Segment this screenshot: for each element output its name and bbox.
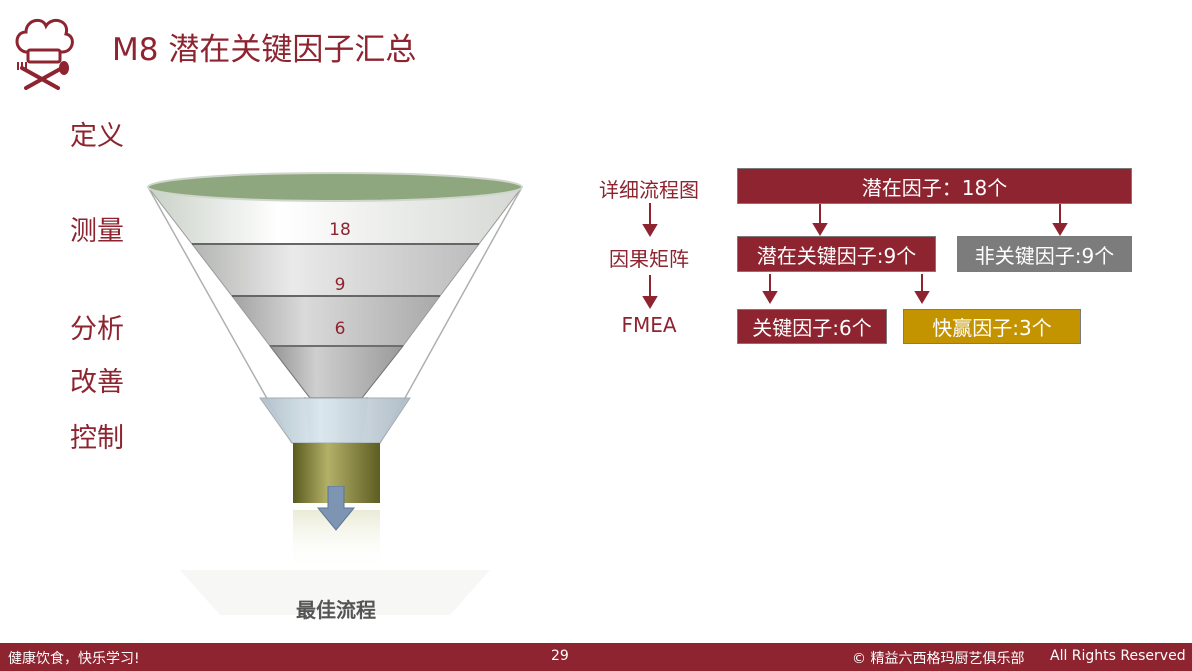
phase-define: 定义 bbox=[70, 121, 124, 152]
step-arrows bbox=[642, 203, 658, 309]
step-process-map: 详细流程图 bbox=[599, 178, 699, 202]
footer-bar: 健康饮食，快乐学习! 29 © 精益六西格玛厨艺俱乐部 All Rights R… bbox=[0, 643, 1192, 671]
box-potential-key-factors: 潜在关键因子:9个 bbox=[737, 236, 936, 272]
funnel-diagram bbox=[146, 172, 524, 615]
footer-slogan: 健康饮食，快乐学习! bbox=[8, 651, 140, 667]
box-arrows bbox=[762, 204, 1068, 304]
box-potential-factors: 潜在因子：18个 bbox=[737, 168, 1132, 204]
page-number: 29 bbox=[551, 648, 569, 664]
chef-hat-utensils-icon bbox=[15, 18, 74, 90]
step-fmea: FMEA bbox=[621, 313, 677, 337]
phase-improve: 改善 bbox=[70, 367, 124, 398]
phase-control: 控制 bbox=[70, 423, 124, 454]
footer-rights: All Rights Reserved bbox=[1050, 648, 1186, 664]
box-non-key-factors: 非关键因子:9个 bbox=[957, 236, 1132, 272]
down-arrow-icon bbox=[316, 486, 356, 531]
funnel-output-label: 最佳流程 bbox=[296, 598, 376, 622]
footer-copyright: © 精益六西格玛厨艺俱乐部 bbox=[852, 651, 1025, 667]
box-key-factors: 关键因子:6个 bbox=[737, 309, 887, 344]
phase-measure: 测量 bbox=[70, 216, 124, 247]
phase-analyze: 分析 bbox=[70, 314, 124, 345]
page-title: M8 潜在关键因子汇总 bbox=[112, 32, 417, 68]
box-quick-win-factors: 快赢因子:3个 bbox=[903, 309, 1081, 344]
funnel-layer-3-value: 6 bbox=[334, 319, 346, 339]
funnel-layer-1-value: 18 bbox=[329, 220, 351, 240]
funnel-layer-2-value: 9 bbox=[334, 275, 346, 295]
step-cause-effect-matrix: 因果矩阵 bbox=[609, 247, 689, 271]
